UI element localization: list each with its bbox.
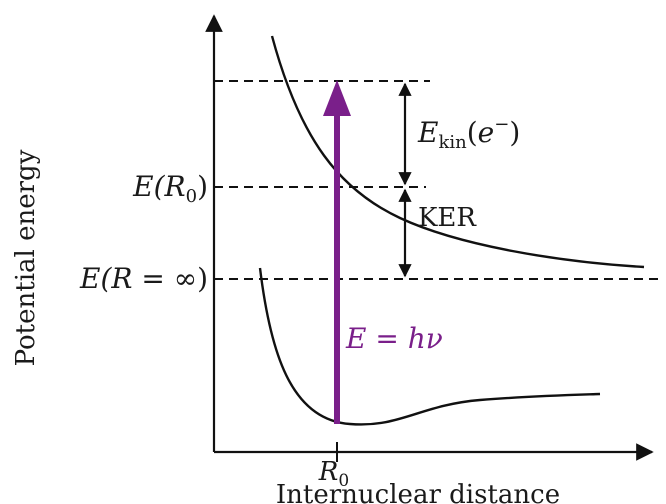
x-axis-label: Internuclear distance [276, 480, 560, 504]
r0-tick-label: R0 [318, 457, 349, 491]
label-photon-energy: E = hν [345, 322, 443, 355]
label-e-rinf: E(R = ∞) [79, 262, 208, 295]
label-e-r0: E(R0) [132, 170, 208, 207]
bound-well-curve [258, 267, 601, 426]
label-ker: KER [418, 203, 477, 233]
label-ekin: Ekin(e−) [417, 114, 520, 153]
y-axis-label: Potential energy [11, 149, 41, 366]
photon-arrow-head [323, 80, 351, 116]
